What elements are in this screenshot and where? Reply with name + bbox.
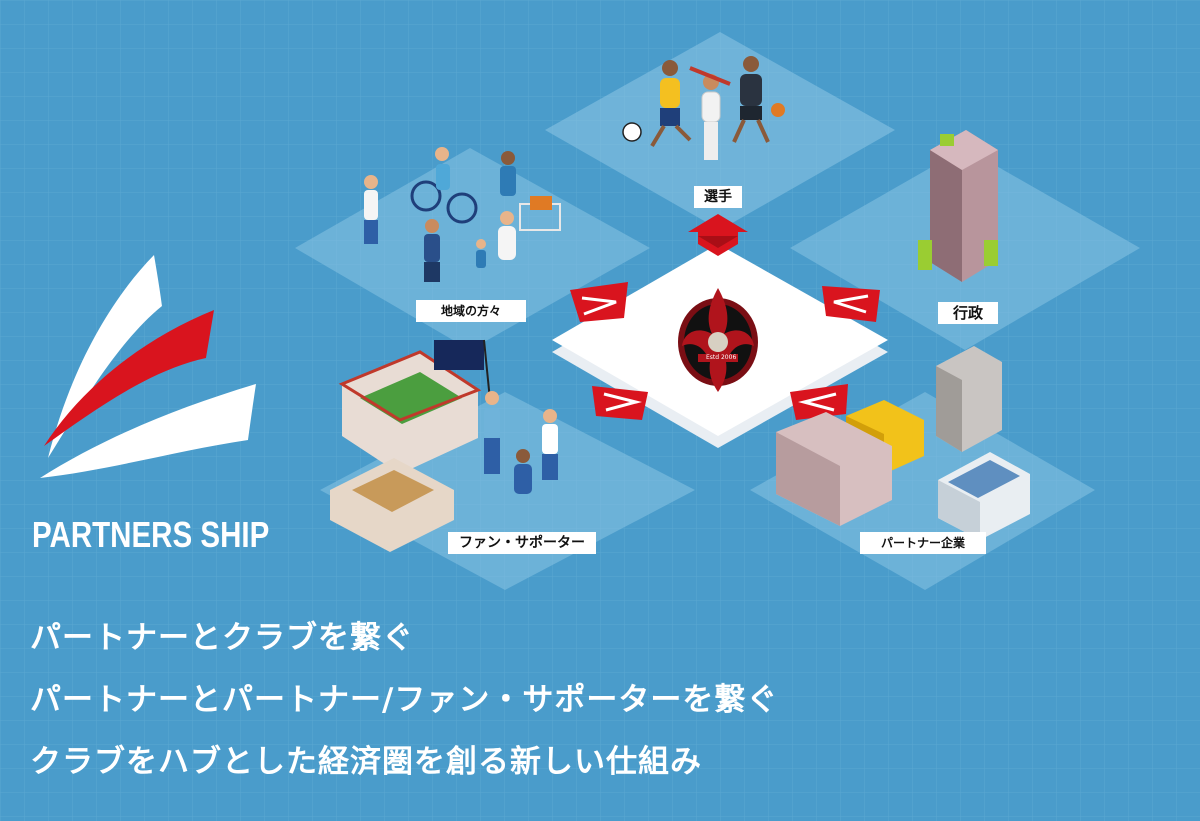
- brand-logo-icon: [40, 255, 256, 478]
- locals-illustration: [364, 147, 561, 282]
- tile-locals: [295, 148, 650, 350]
- label-partners: パートナー企業: [860, 532, 986, 554]
- label-locals: 地域の方々: [416, 300, 526, 322]
- arrow-players: [688, 214, 748, 256]
- tile-partners: [750, 392, 1095, 590]
- partner-buildings: [776, 346, 1030, 540]
- arrow-locals: [570, 282, 628, 322]
- emblem-est-text: Estd 2006: [706, 354, 736, 361]
- brand-name: PARTNERS SHIP: [32, 514, 270, 555]
- tagline-1: パートナーとクラブを繋ぐ: [30, 620, 414, 656]
- label-government: 行政: [938, 302, 998, 324]
- players-illustration: [622, 56, 785, 160]
- label-fans: ファン・サポーター: [448, 532, 596, 554]
- tagline-3: クラブをハブとした経済圏を創る新しい仕組み: [30, 744, 702, 780]
- arrow-government: [822, 286, 880, 322]
- club-emblem: [678, 288, 758, 392]
- fans-illustration: [330, 339, 558, 552]
- government-building: [918, 130, 998, 282]
- arrow-fans: [592, 386, 648, 420]
- arrow-partners: [790, 384, 848, 420]
- tagline-2: パートナーとパートナー/ファン・サポーターを繋ぐ: [30, 682, 779, 718]
- label-players: 選手: [694, 186, 742, 208]
- tile-players: [545, 32, 895, 230]
